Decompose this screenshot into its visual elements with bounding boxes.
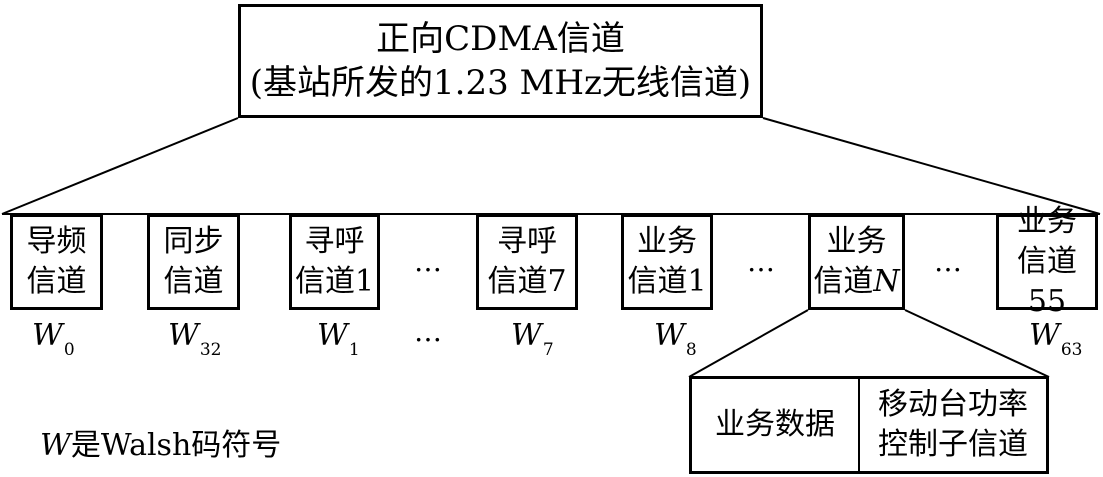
channel-label: 业务 信道N [813, 222, 899, 302]
ellipsis-walsh: … [414, 315, 442, 348]
walsh-label-sync: W32 [168, 318, 221, 368]
ellipsis-traffic: … [747, 245, 775, 278]
connector-left [1, 117, 239, 215]
walsh-var: W [317, 318, 348, 353]
walsh-var: W [654, 318, 685, 353]
traffic-data-cell: 业务数据 [692, 379, 860, 471]
channel-box-traffic-1: 业务 信道1 [621, 214, 713, 310]
channel-label: 寻呼 信道7 [487, 224, 567, 299]
top-box-subtitle: (基站所发的1.23 MHz无线信道) [249, 63, 752, 103]
walsh-var: W [511, 318, 542, 353]
channel-box-sync: 同步 信道 [147, 214, 240, 310]
ellipsis-traffic-2: … [934, 245, 962, 278]
walsh-sub: 1 [348, 340, 360, 360]
channel-label: 业务 信道55 [1017, 204, 1077, 319]
footnote-text: 是Walsh码符号 [70, 428, 282, 463]
channel-label: 导频 信道 [26, 224, 87, 299]
top-box-title: 正向CDMA信道 [376, 19, 625, 59]
walsh-label-traffic-1: W8 [654, 318, 697, 368]
connector-sub-left [688, 309, 809, 378]
channel-box-paging-1: 寻呼 信道1 [289, 214, 380, 310]
channel-label: 业务 信道1 [627, 224, 707, 299]
channel-label-var: N [873, 264, 900, 299]
walsh-var: W [168, 318, 199, 353]
footnote-var: W [40, 428, 71, 463]
channel-label-text: 业务 信道 [813, 224, 887, 299]
channel-label: 同步 信道 [163, 224, 224, 299]
walsh-sub: 0 [63, 340, 75, 360]
channel-label: 寻呼 信道1 [294, 224, 375, 299]
walsh-footnote: W是Walsh码符号 [40, 426, 281, 466]
walsh-sub: 63 [1060, 340, 1083, 360]
walsh-var: W [32, 318, 63, 353]
channel-box-traffic-55: 业务 信道55 [996, 204, 1098, 319]
channel-box-traffic-n: 业务 信道N [808, 214, 905, 310]
channel-box-pilot: 导频 信道 [10, 214, 103, 310]
walsh-var: W [1029, 318, 1060, 353]
forward-cdma-channel-box: 正向CDMA信道 (基站所发的1.23 MHz无线信道) [238, 4, 763, 118]
walsh-sub: 32 [199, 340, 222, 360]
walsh-label-traffic-55: W63 [1029, 318, 1082, 368]
power-control-subchannel-cell: 移动台功率 控制子信道 [878, 387, 1028, 462]
traffic-subchannel-box: 业务数据 移动台功率 控制子信道 [689, 376, 1049, 474]
walsh-sub: 8 [685, 340, 697, 360]
connector-right [762, 117, 1101, 215]
ellipsis-paging: … [414, 245, 442, 278]
channel-box-paging-7: 寻呼 信道7 [476, 214, 578, 310]
walsh-label-paging-7: W7 [511, 318, 554, 368]
walsh-label-pilot: W0 [32, 318, 75, 368]
walsh-label-paging-1: W1 [317, 318, 360, 368]
walsh-sub: 7 [542, 340, 554, 360]
connector-sub-right [904, 309, 1050, 378]
